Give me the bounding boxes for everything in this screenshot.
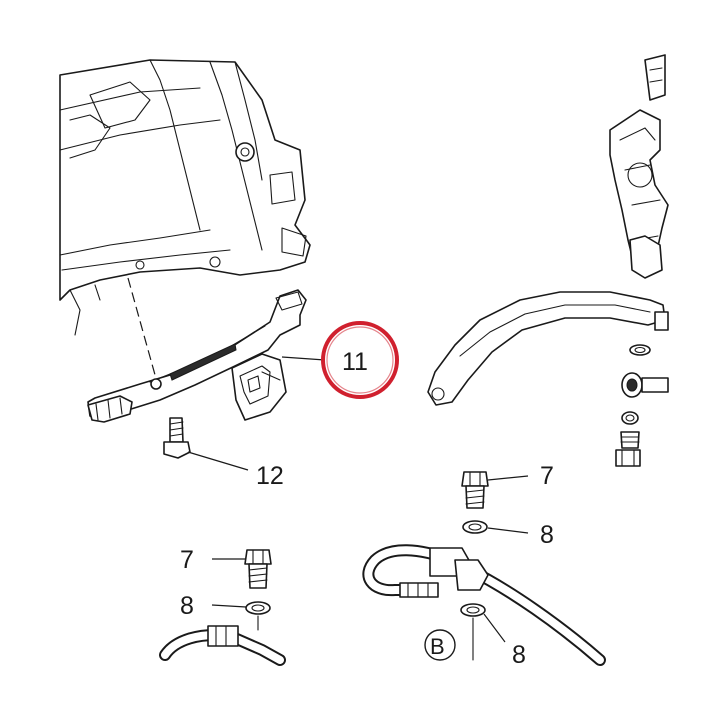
callout-11: 11 xyxy=(342,348,368,376)
callout-7-left: 7 xyxy=(180,546,194,574)
handlebar-clamp-assembly xyxy=(59,59,311,336)
leader-8-lower xyxy=(483,613,506,643)
leader-8-left xyxy=(211,604,247,608)
leader-12 xyxy=(187,451,249,471)
bolt-part-12 xyxy=(163,417,191,459)
callout-8-left: 8 xyxy=(180,592,194,620)
callout-12: 12 xyxy=(256,462,284,490)
highlight-ring-inner xyxy=(326,326,394,394)
leader-8-center xyxy=(487,527,529,534)
callout-8-center: 8 xyxy=(540,521,554,549)
mounting-bracket-part-11 xyxy=(87,289,307,423)
brake-lever-assembly xyxy=(427,54,669,467)
callout-7-center: 7 xyxy=(540,462,554,490)
callout-8-lower: 8 xyxy=(512,641,526,669)
banjo-bolt-assembly-left xyxy=(159,549,286,666)
alignment-line xyxy=(127,277,158,383)
highlight-ring xyxy=(321,321,399,399)
leader-11 xyxy=(281,356,326,361)
banjo-bolt-assembly-center xyxy=(362,471,606,666)
section-marker-b-circle xyxy=(424,629,456,661)
section-marker-b: B xyxy=(430,634,445,659)
leader-7-center xyxy=(487,475,529,481)
